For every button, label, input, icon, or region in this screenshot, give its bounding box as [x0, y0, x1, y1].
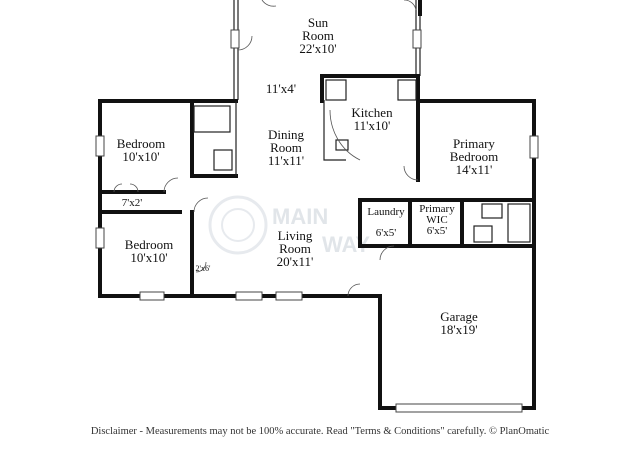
dining-room-dims: 11'x11' — [268, 153, 304, 168]
closet-dims: 7'x2' — [122, 197, 142, 209]
watermark-logo: MAIN WAY — [208, 195, 370, 257]
room-garage: Garage 18'x19' — [440, 309, 478, 337]
hall-bath-fixtures — [193, 101, 237, 176]
room-dining-room: Dining Room 11'x11' — [268, 127, 305, 168]
bedroom-1-name: Bedroom — [117, 136, 165, 151]
house-walls — [95, 74, 539, 413]
dining-room-name-line2: Room — [270, 140, 302, 155]
laundry-dims: 6'x5' — [376, 227, 396, 239]
primary-wic-name-line1: Primary — [419, 203, 455, 215]
kitchen-dims: 11'x10' — [354, 118, 391, 133]
room-primary-bedroom: Primary Bedroom 14'x11' — [450, 136, 498, 177]
linen-dims: 2'x6' — [196, 264, 211, 273]
room-kitchen: Kitchen 11'x10' — [351, 105, 393, 133]
primary-bedroom-dims: 14'x11' — [456, 162, 493, 177]
primary-wic-name-line2: WIC — [426, 214, 447, 226]
room-primary-wic: Primary WIC 6'x5' — [419, 203, 455, 237]
bedroom-2-name: Bedroom — [125, 237, 173, 252]
kitchen-fixtures — [323, 79, 417, 161]
sun-room-name-line1: Sun — [308, 15, 329, 30]
hallway-dims: 11'x4' — [266, 81, 296, 96]
disclaimer-text: Disclaimer - Measurements may not be 100… — [90, 426, 550, 437]
garage-name: Garage — [440, 309, 478, 324]
garage-dims: 18'x19' — [440, 322, 477, 337]
kitchen-name: Kitchen — [351, 105, 393, 120]
bedroom-2-dims: 10'x10' — [130, 250, 167, 265]
watermark-brand-left: MAIN — [272, 204, 328, 229]
bedroom-1-dims: 10'x10' — [122, 149, 159, 164]
living-room-name-line1: Living — [278, 228, 313, 243]
dining-room-name-line1: Dining — [268, 127, 305, 142]
primary-bedroom-name-line1: Primary — [453, 136, 495, 151]
sun-room-name-line2: Room — [302, 28, 334, 43]
sun-room-dims: 22'x10' — [299, 41, 336, 56]
room-laundry: Laundry 6'x5' — [367, 206, 405, 239]
room-sun-room: Sun Room 22'x10' — [299, 15, 336, 56]
primary-bath-fixtures — [473, 203, 531, 243]
living-room-name-line2: Room — [279, 241, 311, 256]
room-bedroom-1: Bedroom 10'x10' — [117, 136, 165, 164]
laundry-name: Laundry — [367, 206, 405, 218]
primary-bedroom-name-line2: Bedroom — [450, 149, 498, 164]
primary-wic-dims: 6'x5' — [427, 225, 447, 237]
sun-room-walls — [230, 0, 422, 100]
living-room-dims: 20'x11' — [277, 254, 314, 269]
room-bedroom-2: Bedroom 10'x10' — [125, 237, 173, 265]
room-living-room: Living Room 20'x11' — [277, 228, 314, 269]
